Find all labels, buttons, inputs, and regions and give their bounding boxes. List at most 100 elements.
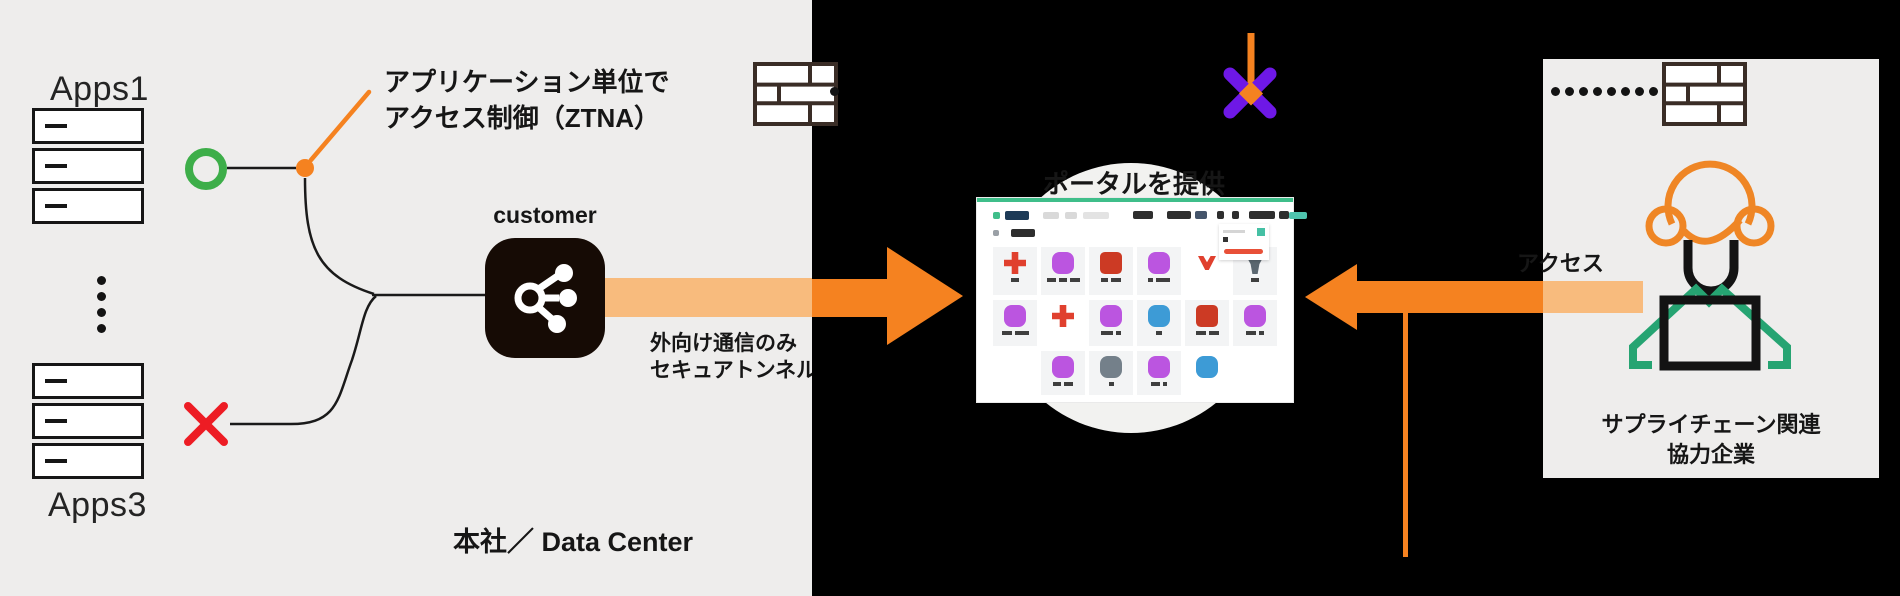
allowed-circle-icon [185,148,227,190]
outbound-arrow-shaft [812,279,888,317]
apps3-server-stack [32,363,144,479]
tunnel-note-line1: 外向け通信のみ [650,332,797,355]
portal-app-tile [1185,247,1229,295]
menu-pill [993,211,1000,219]
portal-app-tile [1041,351,1085,395]
share-network-icon [514,264,577,333]
dot [97,292,106,301]
policy-dot-icon [296,159,314,177]
dot [1621,87,1630,96]
dot [1551,87,1560,96]
app-tile-label [1053,382,1073,386]
server-icon [32,403,144,439]
menu-pill [1133,211,1153,219]
ellipsis-dots-icon [97,276,106,333]
ztna-note: アプリケーション単位で アクセス制御（ZTNA） [384,64,669,136]
app-tile-label [1046,278,1080,282]
apps3-label: Apps3 [48,486,147,524]
apps1-label: Apps1 [50,70,149,108]
app-icon-blob [1148,356,1170,378]
menu-pill [1065,211,1077,219]
site-label: 本社／ Data Center [453,527,694,557]
outbound-arrow-head [887,247,963,345]
customer-gateway-icon [485,238,605,358]
menu-pill [1005,210,1029,220]
app-tile-label [1251,278,1259,282]
blocked-x-icon [184,402,228,446]
dot [1649,87,1658,96]
app-icon-blob [1244,305,1266,327]
portal-topbar [977,198,1293,202]
server-icon [32,148,144,184]
customer-label: customer [493,202,597,228]
hq-datacenter-panel: Apps1 Apps3 [0,0,812,596]
app-icon-blob [1100,356,1122,378]
dropdown-accent-square [1257,228,1265,236]
firewall-icon [753,62,838,126]
dropdown-red-bar [1224,249,1263,254]
apps1-server-stack [32,108,144,224]
dot [1565,87,1574,96]
portal-app-tile [1089,351,1133,395]
access-label: アクセス [1517,251,1604,276]
blocked-flower-icon [1223,33,1277,119]
app-tile-label [1108,382,1114,386]
menu-pill [1217,211,1224,219]
dot [1593,87,1602,96]
server-icon [32,363,144,399]
callout-line [308,89,372,163]
portal-app-tile [1185,300,1229,346]
partner-panel [1543,59,1879,478]
menu-pill [1043,211,1059,219]
secure-tunnel-band [605,278,812,317]
dot [97,308,106,317]
app-tile-label [1101,278,1121,282]
access-tunnel-band [1543,281,1643,313]
laptop-icon [1659,295,1761,371]
ztna-note-line2: アクセス制御（ZTNA） [384,103,661,133]
app-icon-blob [1052,252,1074,274]
app-icon-cross [1004,252,1026,274]
portal-app-grid [993,247,1277,395]
connector-lines [227,89,486,426]
menu-pill [1083,211,1109,219]
portal-caption: ポータルを提供 [1043,169,1226,199]
menu-pill [1167,211,1191,219]
dot [1635,87,1644,96]
dot [1579,87,1588,96]
firewall-icon [1662,62,1747,126]
app-icon-blob [1052,356,1074,378]
app-icon-roundsq [1196,305,1218,327]
portal-breadcrumb [993,229,1193,237]
app-tile-label [1195,331,1219,335]
portal-menubar [993,210,1307,220]
app-tile-label [1151,382,1167,386]
app-tile-label [1001,331,1029,335]
menu-pill [1249,211,1275,219]
portal-app-tile [993,300,1037,346]
app-icon-blob [1100,305,1122,327]
inbound-arrow-head [1305,264,1357,330]
portal-app-tile [1185,351,1229,395]
portal-dropdown-panel [1219,224,1269,260]
app-icon-vmark [1198,256,1216,270]
portal-app-tile [1089,247,1133,295]
menu-pill [1289,211,1307,219]
server-icon [32,188,144,224]
app-tile-label [1246,331,1264,335]
portal-app-tile [1137,300,1181,346]
dotted-link-dot [830,87,839,96]
partner-caption: サプライチェーン関連 協力企業 [1543,410,1879,470]
portal-empty-cell [993,351,1037,395]
portal-screenshot [977,198,1307,402]
menu-pill [1011,229,1035,237]
dropdown-bullet [1223,237,1228,242]
app-icon-blob [1148,305,1170,327]
portal-app-tile [1041,247,1085,295]
portal-app-tile [1089,300,1133,346]
app-icon-blob [1004,305,1026,327]
tunnel-note-line2: セキュアトンネル [650,359,812,382]
portal-app-tile [993,247,1037,295]
portal-app-tile [1041,300,1085,346]
